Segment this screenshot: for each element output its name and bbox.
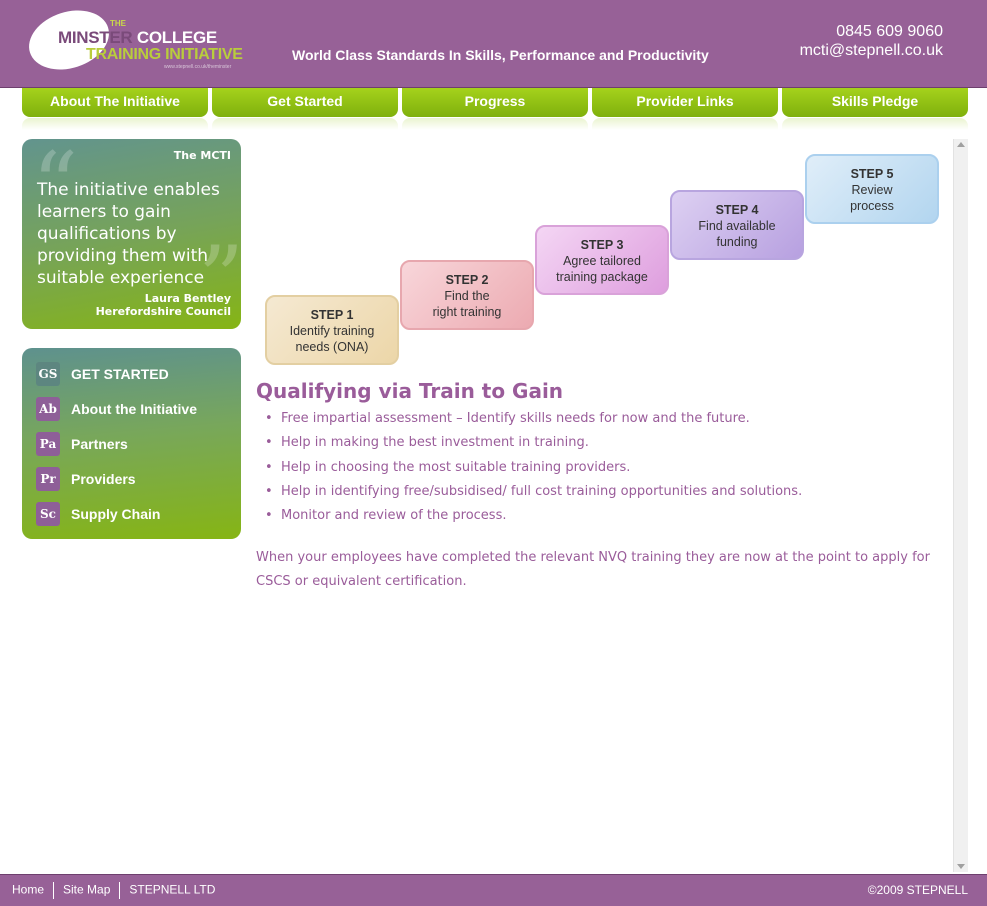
steps-diagram: STEP 1 Identify training needs (ONA) STE…: [260, 150, 950, 375]
side-item-label: About the Initiative: [71, 401, 197, 417]
list-item: Help in making the best investment in tr…: [262, 434, 802, 458]
body-paragraph: When your employees have completed the r…: [256, 550, 930, 589]
step-line: Review: [851, 183, 893, 197]
about-badge-icon: Ab: [36, 397, 60, 421]
supply-chain-badge-icon: Sc: [36, 502, 60, 526]
list-item: Help in choosing the most suitable train…: [262, 459, 802, 483]
quote-title: The MCTI: [173, 149, 231, 162]
nav-reflection: [212, 118, 398, 130]
quote-author-name: Laura Bentley: [144, 292, 231, 305]
footer-links: Home Site Map STEPNELL LTD: [12, 882, 215, 899]
site-header: THE MINSTER COLLEGE TRAINING INITIATIVE …: [0, 0, 987, 88]
providers-badge-icon: Pr: [36, 467, 60, 491]
get-started-badge-icon: GS: [36, 362, 60, 386]
step-line: training package: [556, 270, 648, 284]
step-line: Find available: [698, 219, 776, 233]
side-item-label: GET STARTED: [71, 366, 169, 382]
list-item: Free impartial assessment – Identify ski…: [262, 410, 802, 434]
step-line: process: [850, 199, 894, 213]
nav-progress[interactable]: Progress: [402, 88, 588, 117]
side-item-label: Providers: [71, 471, 136, 487]
footer-link-stepnell[interactable]: STEPNELL LTD: [129, 882, 216, 897]
partners-badge-icon: Pa: [36, 432, 60, 456]
main-nav: About The Initiative Get Started Progres…: [22, 88, 968, 132]
step-title: STEP 3: [580, 238, 624, 252]
step-title: STEP 4: [715, 203, 759, 217]
logo-line1-b: COLLEGE: [136, 28, 217, 47]
phone-number: 0845 609 9060: [836, 23, 943, 40]
footer-link-home[interactable]: Home: [12, 882, 45, 897]
nav-reflection: [592, 118, 778, 130]
quote-author-org: Herefordshire Council: [95, 305, 231, 318]
step-1-box: STEP 1 Identify training needs (ONA): [265, 295, 399, 365]
logo-line2: TRAINING INITIATIVE: [86, 46, 243, 63]
step-5-box: STEP 5 Review process: [805, 154, 939, 224]
contact-info: 0845 609 9060 mcti@stepnell.co.uk: [800, 22, 943, 60]
side-item-label: Partners: [71, 436, 128, 452]
step-line: funding: [716, 235, 758, 249]
benefits-list: Free impartial assessment – Identify ski…: [262, 410, 802, 531]
footer-link-site-map[interactable]: Site Map: [63, 882, 111, 897]
page-title: Qualifying via Train to Gain: [256, 379, 564, 403]
step-title: STEP 1: [310, 308, 354, 322]
copyright: ©2009 STEPNELL: [867, 883, 968, 897]
vertical-scrollbar[interactable]: [953, 139, 968, 872]
close-quote-icon: ”: [198, 227, 241, 329]
open-quote-icon: “: [32, 139, 79, 238]
tagline: World Class Standards In Skills, Perform…: [292, 47, 709, 63]
scroll-up-icon[interactable]: [957, 142, 965, 147]
nav-reflection: [22, 118, 208, 130]
quote-box: “ ” The MCTI The initiative enables lear…: [22, 139, 241, 329]
logo-line1: MINSTER COLLEGE: [58, 28, 217, 48]
list-item: Help in identifying free/subsidised/ ful…: [262, 483, 802, 507]
step-line: Find the: [444, 289, 490, 303]
list-item: Monitor and review of the process.: [262, 507, 802, 531]
scroll-down-icon[interactable]: [957, 864, 965, 869]
nav-provider-links[interactable]: Provider Links: [592, 88, 778, 117]
site-logo[interactable]: THE MINSTER COLLEGE TRAINING INITIATIVE …: [21, 0, 256, 80]
site-footer: Home Site Map STEPNELL LTD ©2009 STEPNELL: [0, 874, 987, 906]
step-4-box: STEP 4 Find available funding: [670, 190, 804, 260]
side-menu: GS GET STARTED Ab About the Initiative P…: [22, 348, 241, 539]
logo-url: www.stepnell.co.uk/theminster: [164, 64, 232, 70]
step-3-box: STEP 3 Agree tailored training package: [535, 225, 669, 295]
quote-text: The initiative enables learners to gain …: [37, 180, 220, 288]
step-line: Agree tailored: [563, 254, 641, 268]
step-line: needs (ONA): [295, 340, 369, 354]
logo-the: THE: [110, 19, 126, 28]
nav-reflection: [782, 118, 968, 130]
nav-get-started[interactable]: Get Started: [212, 88, 398, 117]
footer-divider: [53, 882, 55, 899]
footer-divider: [119, 882, 121, 899]
step-line: Identify training: [289, 324, 375, 338]
email-link[interactable]: mcti@stepnell.co.uk: [799, 42, 943, 59]
step-title: STEP 2: [445, 273, 489, 287]
step-2-box: STEP 2 Find the right training: [400, 260, 534, 330]
nav-reflection: [402, 118, 588, 130]
step-title: STEP 5: [850, 167, 894, 181]
quote-author: Laura Bentley Herefordshire Council: [96, 292, 231, 318]
nav-about-the-initiative[interactable]: About The Initiative: [22, 88, 208, 117]
step-line: right training: [432, 305, 502, 319]
logo-line1-a: MINSTER: [58, 28, 133, 47]
side-item-label: Supply Chain: [71, 506, 161, 522]
nav-skills-pledge[interactable]: Skills Pledge: [782, 88, 968, 117]
